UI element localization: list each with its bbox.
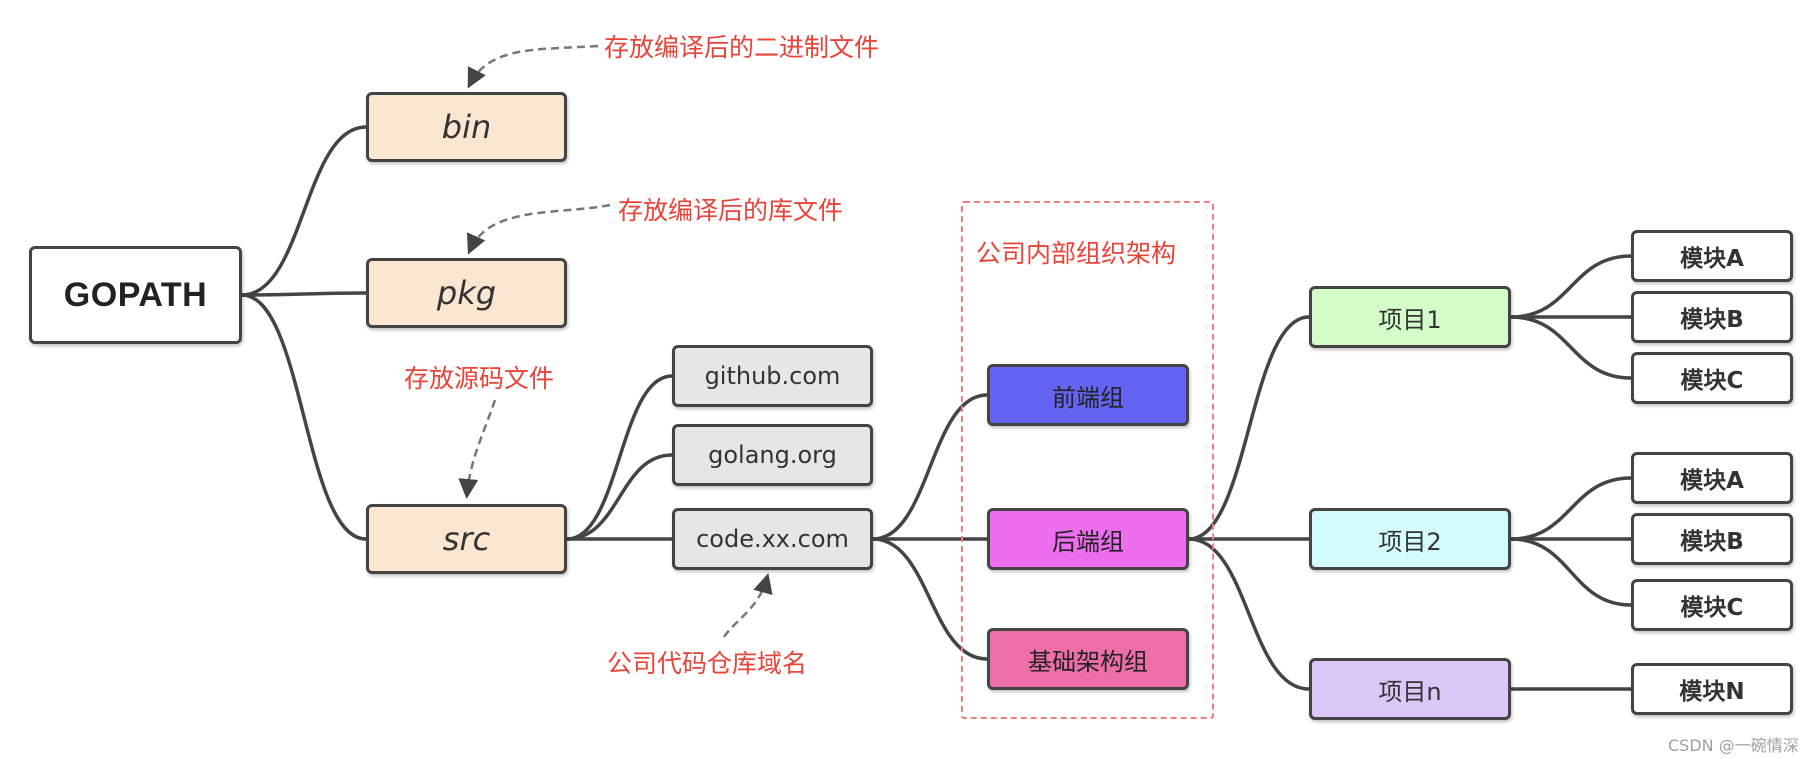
pkg-annotation: 存放编译后的库文件 xyxy=(618,196,844,225)
node-project-2-label: 项目2 xyxy=(1378,527,1442,556)
bin-annotation-arrow xyxy=(467,44,599,89)
node-github-label: github.com xyxy=(704,362,841,390)
edge-code-infra xyxy=(871,537,989,661)
node-module-1a-label: 模块A xyxy=(1680,246,1744,272)
node-pkg: pkg xyxy=(366,258,567,328)
node-backend-group-label: 后端组 xyxy=(1052,527,1124,556)
node-project-1: 项目1 xyxy=(1309,286,1511,348)
node-module-1a: 模块A xyxy=(1631,230,1793,282)
node-gopath: GOPATH xyxy=(29,246,242,344)
node-pkg-label: pkg xyxy=(436,274,497,312)
node-code-xx: code.xx.com xyxy=(672,508,873,570)
node-project-2: 项目2 xyxy=(1309,508,1511,570)
edge-backend-projectn xyxy=(1187,537,1311,691)
node-module-2c: 模块C xyxy=(1631,579,1793,631)
node-project-n-label: 项目n xyxy=(1378,677,1442,706)
node-module-1b: 模块B xyxy=(1631,291,1793,343)
node-gopath-label: GOPATH xyxy=(63,275,208,314)
node-module-1c-label: 模块C xyxy=(1680,368,1744,394)
watermark: CSDN @一碗情深 xyxy=(1668,736,1799,755)
edge-backend-project1 xyxy=(1187,315,1311,541)
src-annotation-arrow xyxy=(458,399,497,499)
domain-annotation-arrow xyxy=(722,573,773,638)
node-bin: bin xyxy=(366,92,567,162)
node-module-n-label: 模块N xyxy=(1679,679,1745,705)
node-module-2b: 模块B xyxy=(1631,513,1793,565)
node-infra-group: 基础架构组 xyxy=(987,628,1189,690)
node-module-1c: 模块C xyxy=(1631,352,1793,404)
edge-project2-module-c xyxy=(1509,537,1633,607)
edge-gopath-pkg xyxy=(240,291,368,297)
node-golang: golang.org xyxy=(672,424,873,486)
node-module-2c-label: 模块C xyxy=(1680,595,1744,621)
node-backend-group: 后端组 xyxy=(987,508,1189,570)
edge-project1-module-a xyxy=(1509,254,1633,319)
node-module-n: 模块N xyxy=(1631,663,1793,715)
edge-project1-module-c xyxy=(1509,315,1633,380)
node-project-n: 项目n xyxy=(1309,658,1511,720)
node-project-1-label: 项目1 xyxy=(1378,305,1442,334)
node-module-2a: 模块A xyxy=(1631,452,1793,504)
bin-annotation: 存放编译后的二进制文件 xyxy=(604,33,880,62)
node-bin-label: bin xyxy=(441,108,492,146)
edge-gopath-src xyxy=(240,293,368,541)
node-github: github.com xyxy=(672,345,873,407)
org-structure-note: 公司内部组织架构 xyxy=(976,239,1177,268)
node-module-1b-label: 模块B xyxy=(1680,307,1744,333)
node-src: src xyxy=(366,504,567,574)
node-frontend-group-label: 前端组 xyxy=(1052,383,1124,412)
edge-code-frontend xyxy=(871,393,989,541)
node-code-xx-label: code.xx.com xyxy=(696,525,849,553)
org-structure-frame xyxy=(961,201,1214,719)
node-frontend-group: 前端组 xyxy=(987,364,1189,426)
pkg-annotation-arrow xyxy=(466,203,611,255)
edge-project2-module-a xyxy=(1509,476,1633,541)
edge-src-golang xyxy=(565,453,674,541)
node-module-2a-label: 模块A xyxy=(1680,468,1744,494)
node-infra-group-label: 基础架构组 xyxy=(1028,647,1148,676)
node-module-2b-label: 模块B xyxy=(1680,529,1744,555)
node-src-label: src xyxy=(442,520,491,558)
domain-annotation: 公司代码仓库域名 xyxy=(607,649,808,678)
src-annotation: 存放源码文件 xyxy=(404,364,555,393)
edge-gopath-bin xyxy=(240,125,368,297)
node-golang-label: golang.org xyxy=(708,441,837,469)
edge-src-github xyxy=(565,374,674,541)
